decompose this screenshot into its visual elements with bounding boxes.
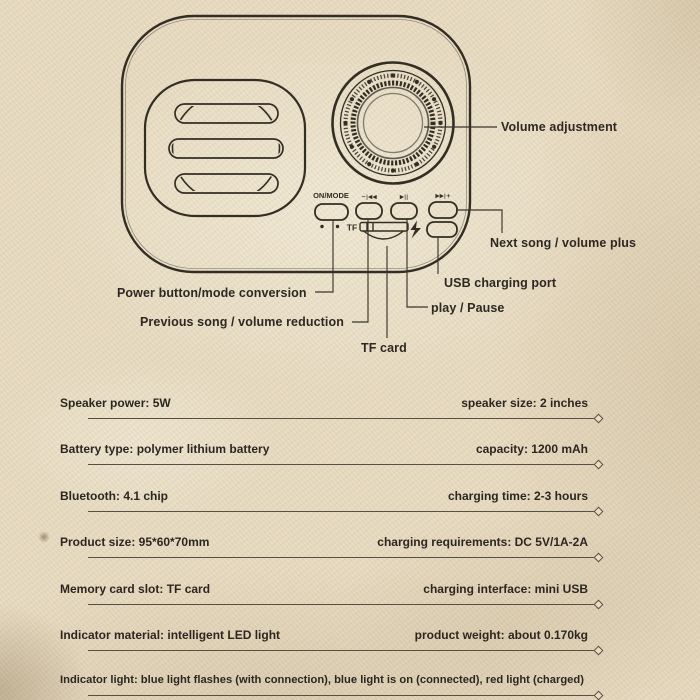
grille-slot-bottom [174, 173, 279, 194]
usb-port [426, 221, 458, 238]
spec-label-right: charging time: 2-3 hours [447, 489, 588, 503]
diamond-end-marker [593, 645, 604, 656]
dial-knob-outer [356, 86, 430, 160]
spec-label-right: capacity: 1200 mAh [475, 442, 588, 456]
leader-next [457, 209, 503, 233]
spec-label-right: speaker size: 2 inches [461, 396, 588, 410]
spec-label-right: charging interface: mini USB [423, 582, 588, 596]
spec-label-left: Speaker power: 5W [60, 396, 171, 410]
callout-tf-card: TF card [361, 341, 407, 355]
grille-slot-middle [168, 138, 284, 159]
spec-label-right: charging requirements: DC 5V/1A-2A [377, 535, 588, 549]
diamond-end-marker [593, 552, 604, 563]
dial-knob-inner [362, 92, 424, 154]
diamond-end-marker [593, 690, 604, 700]
spec-divider-line [88, 459, 604, 470]
spec-divider-line [88, 645, 604, 656]
speaker-cone-circle [171, 106, 281, 191]
spec-row: Product size: 95*60*70mm charging requir… [0, 535, 700, 581]
device-body [120, 14, 472, 274]
callout-next-song: Next song / volume plus [490, 236, 637, 250]
spec-label-left: Memory card slot: TF card [60, 582, 211, 596]
power-mode-button [314, 203, 349, 221]
spec-label-left: Bluetooth: 4.1 chip [60, 489, 168, 503]
spec-divider-line [88, 506, 604, 517]
diamond-end-marker [593, 413, 604, 424]
tf-card-slot [359, 221, 409, 240]
tf-print-label: TF [347, 223, 357, 233]
diamond-end-marker [593, 506, 604, 517]
previous-button [355, 202, 383, 220]
spec-divider-line [88, 413, 604, 424]
charging-bolt-icon [410, 220, 421, 239]
volume-dial [331, 61, 455, 185]
speaker-grille [143, 78, 307, 218]
spec-row: Indicator material: intelligent LED ligh… [0, 628, 700, 674]
spec-label-left: Indicator material: intelligent LED ligh… [60, 628, 281, 642]
led-indicator-dots [320, 224, 340, 229]
spec-divider-line [88, 599, 604, 610]
callout-power-button: Power button/mode conversion [117, 286, 307, 300]
spec-label-left: Battery type: polymer lithium battery [60, 442, 270, 456]
next-icon: ▶▶|+ [435, 194, 451, 200]
spec-divider-line [88, 552, 604, 563]
spec-row: Bluetooth: 4.1 chip charging time: 2-3 h… [0, 489, 700, 535]
dial-outer-ring [331, 61, 455, 185]
on-mode-print-label: ON/MODE [313, 191, 349, 200]
diamond-end-marker [593, 599, 604, 610]
spec-divider-line [88, 690, 604, 700]
spec-label-left: Indicator light: blue light flashes (wit… [60, 674, 584, 686]
spec-label-right: product weight: about 0.170kg [414, 628, 588, 642]
callout-volume-adjustment: Volume adjustment [501, 120, 618, 134]
dial-scale-dots [343, 73, 443, 173]
speaker-device-diagram: ON/MODE TF −|◀◀ ▶|| ▶▶|+ [120, 14, 503, 338]
spec-row: Speaker power: 5W speaker size: 2 inches [0, 396, 700, 442]
callout-usb-charging-port: USB charging port [444, 276, 557, 290]
callout-play-pause: play / Pause [431, 301, 505, 315]
play-pause-icon: ▶|| [400, 195, 408, 201]
spec-label-left: Product size: 95*60*70mm [60, 535, 210, 549]
dial-knurled-ring [350, 80, 436, 166]
diamond-end-marker [593, 459, 604, 470]
spec-row: Memory card slot: TF card charging inter… [0, 582, 700, 628]
play-pause-button [390, 202, 418, 220]
spec-row: Indicator light: blue light flashes (wit… [0, 673, 700, 700]
leader-play [406, 219, 428, 308]
grille-slot-top [174, 103, 279, 124]
device-body-sketch-line [125, 19, 467, 269]
leader-previous [352, 219, 369, 323]
callout-previous-song: Previous song / volume reduction [140, 315, 344, 329]
previous-icon: −|◀◀ [361, 195, 377, 201]
dial-scale-ring [339, 69, 447, 177]
spec-row: Battery type: polymer lithium battery ca… [0, 442, 700, 488]
leader-lines [315, 126, 503, 338]
leader-power [315, 220, 334, 293]
